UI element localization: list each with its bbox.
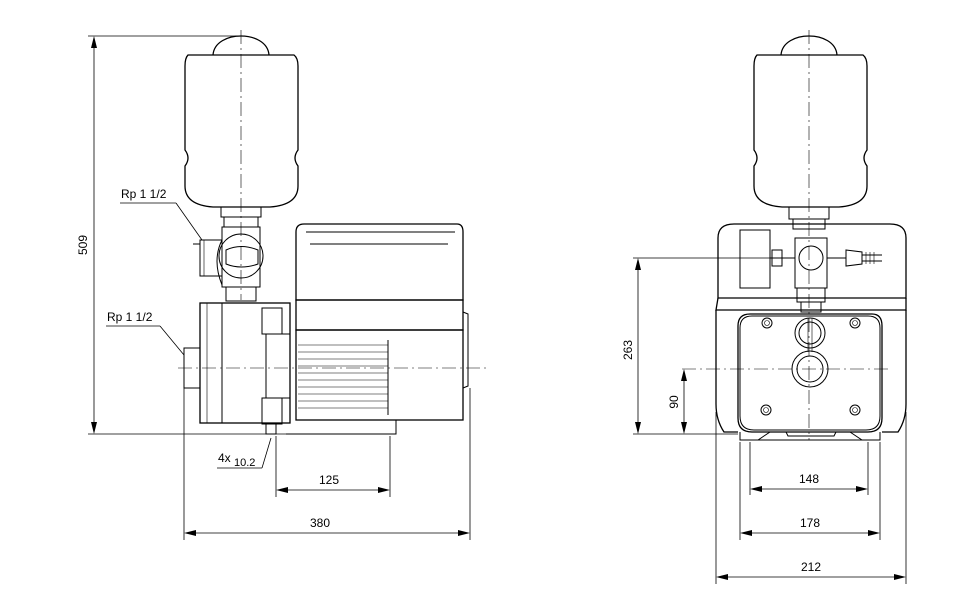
label-hole-callout: 4x 10.2 bbox=[217, 437, 272, 469]
dim-foot-spacing-front: 148 bbox=[799, 472, 819, 486]
front-housing-outline bbox=[715, 310, 738, 433]
dim-height-inlet: 90 bbox=[667, 395, 681, 409]
dim-foot-spacing-side: 125 bbox=[319, 473, 339, 487]
side-pump-housing bbox=[183, 302, 291, 425]
front-upper-housing bbox=[715, 223, 907, 313]
dim-foot-width: 178 bbox=[800, 516, 820, 530]
dim-height-outlet: 263 bbox=[621, 340, 635, 360]
front-dimensions: 263 90 148 178 212 bbox=[621, 257, 907, 584]
motor-fins bbox=[298, 340, 389, 415]
label-hole-count: 4x bbox=[218, 451, 231, 465]
dim-length-total: 380 bbox=[310, 516, 330, 530]
dim-width-total: 212 bbox=[801, 560, 821, 574]
dim-height-total: 509 bbox=[76, 235, 90, 255]
side-tank bbox=[184, 30, 299, 300]
front-view bbox=[682, 30, 907, 441]
front-pump-body bbox=[737, 313, 883, 441]
label-inlet-thread: Rp 1 1/2 bbox=[107, 310, 153, 324]
side-view bbox=[178, 30, 490, 435]
label-hole-diameter: 10.2 bbox=[234, 457, 255, 469]
side-motor bbox=[265, 223, 469, 435]
label-outlet-thread: Rp 1 1/2 bbox=[121, 187, 167, 201]
side-dimensions: 509 125 380 Rp 1 1/2 Rp 1 1/2 4x 10.2 bbox=[76, 35, 471, 540]
front-tank bbox=[753, 30, 868, 440]
side-outlet-fitting bbox=[193, 226, 264, 302]
